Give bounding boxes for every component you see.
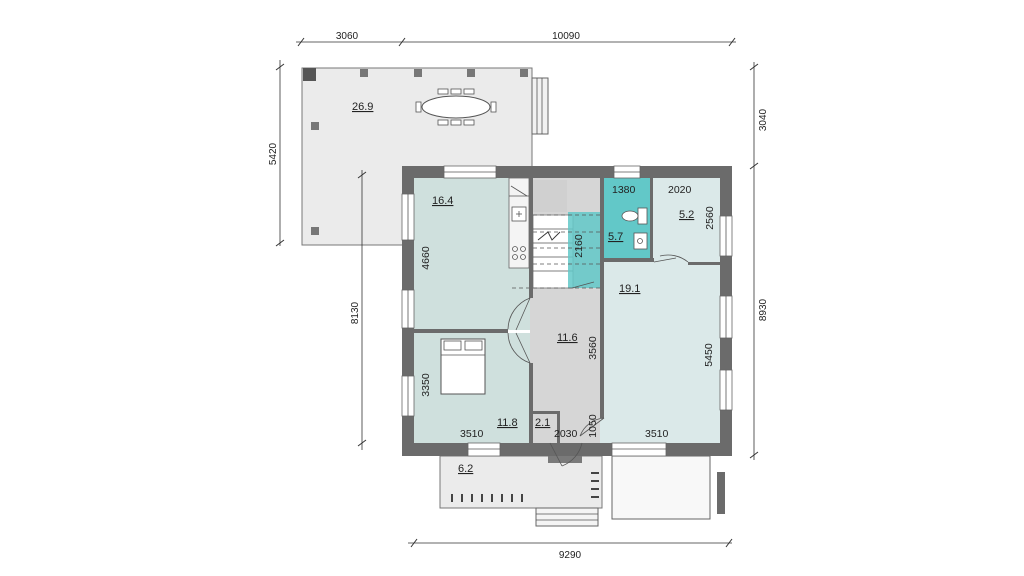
closet-area: 2.1 <box>535 417 550 429</box>
bedroom-depth-dim: 3350 <box>420 373 432 397</box>
terrace-post <box>303 68 316 81</box>
bedroom-area: 11.8 <box>497 417 518 429</box>
dimension-lines <box>275 37 759 548</box>
small-room-depth-dim: 2560 <box>704 206 716 230</box>
staircase <box>512 180 600 289</box>
railing-icon <box>451 472 599 502</box>
bath-width-dim: 1380 <box>612 184 636 196</box>
doors <box>507 254 689 467</box>
living-width-dim: 3510 <box>645 428 669 440</box>
porch-steps <box>535 507 599 527</box>
living-room-area: 19.1 <box>619 283 640 295</box>
hall-width-dim: 2030 <box>554 428 578 440</box>
terrace-post <box>360 69 368 77</box>
window <box>611 442 667 457</box>
dining-table-icon <box>415 88 497 126</box>
terrace-steps <box>531 77 549 135</box>
living-room <box>604 262 720 443</box>
dim-top-left: 3060 <box>336 31 359 42</box>
porch-area: 6.2 <box>458 463 473 475</box>
bed-icon <box>440 338 486 395</box>
toilet-icon <box>621 207 648 225</box>
terrace-post <box>311 227 319 235</box>
window <box>467 442 501 457</box>
kitchen-counter <box>508 177 530 269</box>
terrace-post <box>467 69 475 77</box>
dim-left-terrace: 5420 <box>268 142 279 165</box>
small-room-width-dim: 2020 <box>668 184 692 196</box>
annex-slab <box>611 455 711 520</box>
dim-right-lower: 8930 <box>758 298 769 321</box>
terrace-post <box>414 69 422 77</box>
living-depth-dim: 5450 <box>703 343 715 367</box>
wall-south <box>402 443 732 456</box>
stair-width-dim: 2160 <box>573 234 585 258</box>
dim-top-right: 10090 <box>552 31 580 42</box>
washbasin-icon <box>633 232 648 250</box>
bedroom-width-dim: 3510 <box>460 428 484 440</box>
dim-left-house: 8130 <box>350 301 361 324</box>
terrace-area: 26.9 <box>352 101 373 113</box>
bathroom-area: 5.7 <box>608 231 623 243</box>
terrace <box>301 67 549 246</box>
windows <box>401 165 733 457</box>
terrace-post <box>311 122 319 130</box>
kitchen-depth-dim: 4660 <box>420 246 432 270</box>
annex-wall <box>717 472 725 514</box>
terrace-post <box>520 69 528 77</box>
kitchen-area: 16.4 <box>432 195 453 207</box>
dim-right-upper: 3040 <box>758 108 769 131</box>
hall-depth-dim: 3560 <box>587 336 599 360</box>
porch <box>439 455 603 527</box>
small-room-area: 5.2 <box>679 209 694 221</box>
dim-bottom: 9290 <box>559 550 582 561</box>
hall-area: 11.6 <box>557 332 578 344</box>
vestibule-depth-dim: 1050 <box>587 414 599 438</box>
small-room <box>650 178 720 262</box>
